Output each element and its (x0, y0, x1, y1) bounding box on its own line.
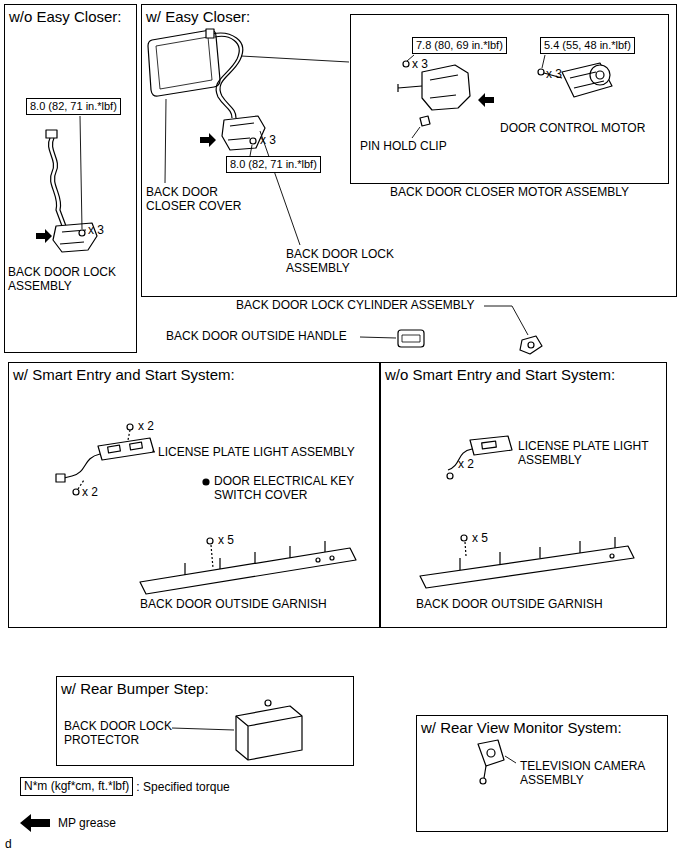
torque-spec-box: 5.4 (55, 48 in.*lbf) (540, 37, 635, 54)
legend-text: MP grease (58, 816, 116, 830)
torque-value: 8.0 (82, 71 in.*lbf) (227, 157, 320, 172)
torque-value: 8.0 (82, 71 in.*lbf) (27, 99, 120, 114)
part-name: BACK DOOR LOCK PROTECTOR (64, 720, 189, 748)
part-name: BACK DOOR LOCK CYLINDER ASSEMBLY (236, 299, 475, 313)
part-name: TELEVISION CAMERA ASSEMBLY (520, 760, 660, 788)
assembly-name: BACK DOOR CLOSER MOTOR ASSEMBLY (390, 186, 629, 200)
sub-assembly-box: BACK DOOR CLOSER MOTOR ASSEMBLY7.8 (80, … (350, 14, 669, 184)
torque-spec-box: 7.8 (80, 69 in.*lbf) (412, 37, 507, 54)
quantity-note: x 2 (82, 486, 98, 500)
variant-panel: w/o Smart Entry and Start System: (380, 362, 667, 628)
panel-heading: w/o Smart Entry and Start System: (385, 366, 666, 383)
quantity-note: x 2 (138, 420, 154, 434)
variant-panel: w/o Easy Closer: 8.0 (82, 71 in.*lbf) (4, 4, 137, 353)
panel-heading: w/o Easy Closer: (9, 8, 136, 25)
torque-spec-box: 8.0 (82, 71 in.*lbf) (226, 156, 321, 173)
quantity-note: x 5 (472, 532, 488, 546)
lock-protector-drawing (172, 700, 302, 760)
legend-text: : Specified torque (136, 780, 229, 794)
quantity-note: x 2 (458, 458, 474, 472)
part-name: BACK DOOR LOCK ASSEMBLY (286, 248, 411, 276)
part-name: DOOR CONTROL MOTOR (500, 122, 645, 136)
quantity-note: x 3 (546, 68, 562, 82)
handle-and-cylinder-drawing (360, 306, 542, 354)
part-name: LICENSE PLATE LIGHT ASSEMBLY (518, 440, 663, 468)
part-name: DOOR ELECTRICAL KEY SWITCH COVER (214, 475, 374, 503)
back-door-lock-drawing (36, 116, 97, 252)
panel-heading: w/ Smart Entry and Start System: (13, 366, 379, 383)
panel-heading: w/ Rear Bumper Step: (61, 680, 353, 697)
variant-panel: w/ Smart Entry and Start System: (8, 362, 380, 628)
torque-value: 5.4 (55, 48 in.*lbf) (541, 38, 634, 53)
grease-arrow-symbol (20, 814, 50, 832)
torque-unit-box: N*m (kgf*cm, ft.*lbf) (20, 777, 133, 796)
part-name: BACK DOOR OUTSIDE HANDLE (166, 330, 347, 344)
camera-drawing (478, 740, 516, 784)
quantity-note: x 3 (88, 224, 104, 238)
part-name: PIN HOLD CLIP (360, 140, 447, 154)
torque-value: 7.8 (80, 69 in.*lbf) (413, 38, 506, 53)
quantity-note: d (5, 838, 12, 852)
part-name: BACK DOOR OUTSIDE GARNISH (416, 598, 603, 612)
part-name: BACK DOOR OUTSIDE GARNISH (140, 598, 327, 612)
quantity-note: x 3 (412, 58, 428, 72)
panel-heading: w/ Easy Closer: (146, 8, 676, 25)
part-name: BACK DOOR LOCK ASSEMBLY (8, 266, 133, 294)
quantity-note: x 5 (218, 534, 234, 548)
torque-value: N*m (kgf*cm, ft.*lbf) (21, 778, 132, 795)
quantity-note: x 3 (260, 134, 276, 148)
smart-entry-parts-drawing (56, 424, 356, 594)
torque-spec-box: 8.0 (82, 71 in.*lbf) (26, 98, 121, 115)
part-name: LICENSE PLATE LIGHT ASSEMBLY (158, 446, 355, 460)
part-name: BACK DOOR CLOSER COVER (146, 186, 254, 214)
panel-heading: w/ Rear View Monitor System: (421, 719, 667, 736)
